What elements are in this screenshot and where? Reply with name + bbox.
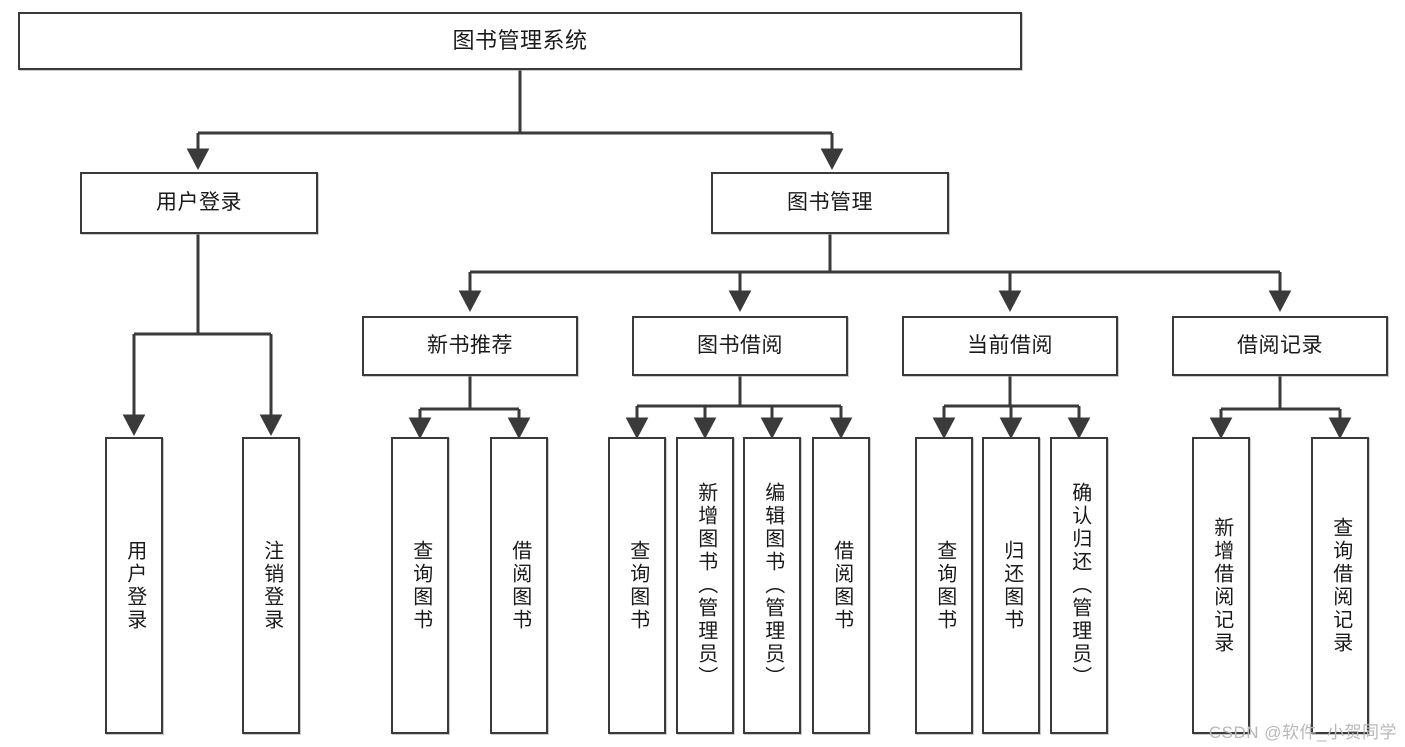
node-root-system[interactable]: 图书管理系统 bbox=[18, 12, 1022, 70]
node-label: 用户登录 bbox=[156, 190, 242, 214]
node-book-manage[interactable]: 图书管理 bbox=[711, 172, 949, 234]
watermark-text: CSDN @软件_小贺同学 bbox=[1208, 723, 1397, 742]
node-leaf-query-book-borrow[interactable]: 查询图书 bbox=[608, 437, 666, 734]
node-label: 新增借阅记录 bbox=[1210, 516, 1233, 655]
node-label: 确认归还（管理员） bbox=[1068, 482, 1091, 689]
node-label: 新书推荐 bbox=[427, 333, 513, 357]
node-label: 查询借阅记录 bbox=[1329, 516, 1352, 655]
node-book-borrow[interactable]: 图书借阅 bbox=[632, 316, 848, 376]
node-current-borrow[interactable]: 当前借阅 bbox=[902, 316, 1118, 376]
node-label: 查询图书 bbox=[933, 539, 956, 632]
node-new-book-recommend[interactable]: 新书推荐 bbox=[362, 316, 578, 376]
node-leaf-query-book-recommend[interactable]: 查询图书 bbox=[391, 437, 449, 734]
node-label: 查询图书 bbox=[626, 539, 649, 632]
node-label: 查询图书 bbox=[409, 539, 432, 632]
node-label: 借阅记录 bbox=[1237, 333, 1323, 357]
node-label: 归还图书 bbox=[1000, 539, 1023, 632]
node-leaf-add-borrow-record[interactable]: 新增借阅记录 bbox=[1192, 437, 1250, 734]
node-leaf-confirm-return[interactable]: 确认归还（管理员） bbox=[1050, 437, 1108, 734]
node-leaf-query-borrow-record[interactable]: 查询借阅记录 bbox=[1311, 437, 1369, 734]
node-label: 图书管理 bbox=[787, 190, 873, 214]
node-leaf-add-book[interactable]: 新增图书（管理员） bbox=[676, 437, 734, 734]
node-leaf-user-login[interactable]: 用户登录 bbox=[105, 437, 163, 734]
node-label: 用户登录 bbox=[123, 539, 146, 632]
node-label: 借阅图书 bbox=[508, 539, 531, 632]
node-leaf-query-book-current[interactable]: 查询图书 bbox=[915, 437, 973, 734]
node-label: 当前借阅 bbox=[967, 333, 1053, 357]
node-label: 注销登录 bbox=[260, 539, 283, 632]
node-label: 图书管理系统 bbox=[452, 27, 588, 53]
node-label: 编辑图书（管理员） bbox=[761, 482, 784, 689]
node-leaf-borrow-book[interactable]: 借阅图书 bbox=[812, 437, 870, 734]
node-label: 借阅图书 bbox=[830, 539, 853, 632]
node-label: 新增图书（管理员） bbox=[694, 482, 717, 689]
node-leaf-logout-login[interactable]: 注销登录 bbox=[242, 437, 300, 734]
node-label: 图书借阅 bbox=[697, 333, 783, 357]
node-leaf-edit-book[interactable]: 编辑图书（管理员） bbox=[743, 437, 801, 734]
node-user-login[interactable]: 用户登录 bbox=[80, 172, 318, 234]
node-leaf-borrow-book-recommend[interactable]: 借阅图书 bbox=[490, 437, 548, 734]
node-leaf-return-book[interactable]: 归还图书 bbox=[982, 437, 1040, 734]
node-borrow-record[interactable]: 借阅记录 bbox=[1172, 316, 1388, 376]
